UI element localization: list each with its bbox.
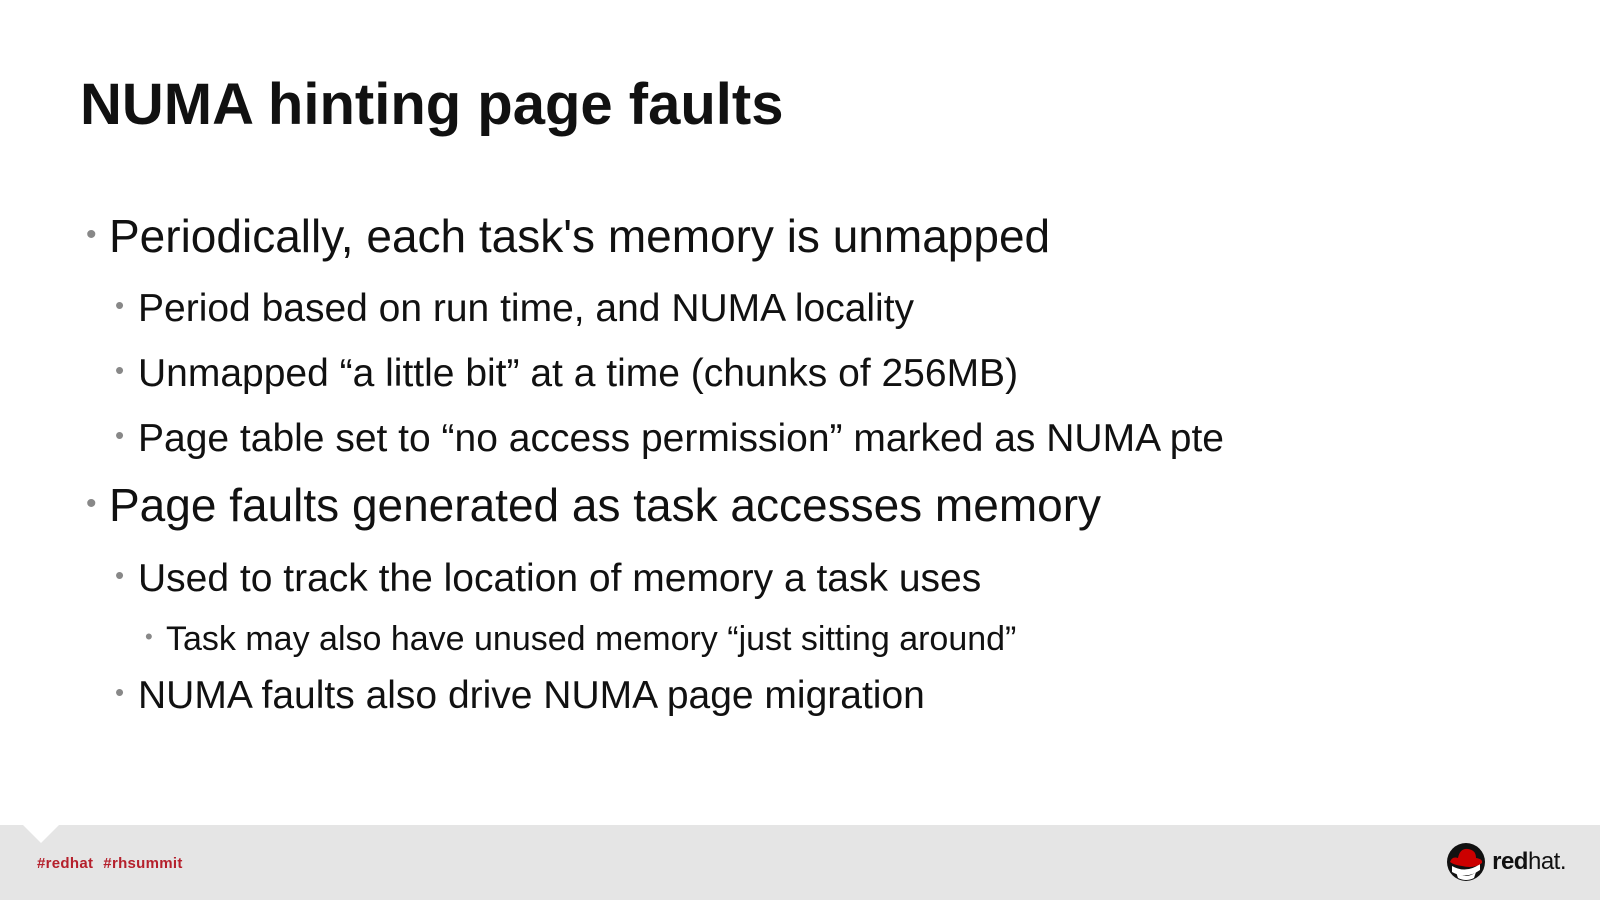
- bullet-item: • Periodically, each task's memory is unm…: [86, 213, 1050, 259]
- bullet-icon: •: [86, 218, 97, 251]
- bullet-icon: •: [115, 420, 125, 450]
- footer-bar: #redhat #rhsummit redhat.: [0, 825, 1600, 900]
- hashtag-rhsummit: #rhsummit: [103, 855, 183, 872]
- bullet-text: Page faults generated as task accesses m…: [109, 479, 1102, 531]
- slide-title: NUMA hinting page faults: [80, 72, 784, 137]
- bullet-icon: •: [86, 487, 97, 520]
- redhat-wordmark: redhat.: [1492, 848, 1566, 875]
- hashtag-redhat: #redhat: [37, 855, 94, 872]
- bullet-text: Task may also have unused memory “just s…: [166, 620, 1017, 658]
- bullet-icon: •: [115, 290, 125, 320]
- bullet-item: • Used to track the location of memory a …: [115, 559, 981, 598]
- bullet-text: Unmapped “a little bit” at a time (chunk…: [138, 352, 1019, 395]
- bullet-item: • Period based on run time, and NUMA loca…: [115, 289, 914, 328]
- bullet-text: Page table set to “no access permission”…: [138, 417, 1224, 460]
- bullet-icon: •: [115, 677, 125, 707]
- hashtags: #redhat #rhsummit: [37, 855, 193, 872]
- bullet-item: • Page faults generated as task accesses …: [86, 482, 1101, 528]
- bullet-item: • Unmapped “a little bit” at a time (chun…: [115, 354, 1018, 393]
- bullet-item: • Task may also have unused memory “just …: [145, 622, 1016, 656]
- shadowman-hat-icon: [1447, 843, 1486, 881]
- bullet-icon: •: [115, 355, 125, 385]
- bullet-text: NUMA faults also drive NUMA page migrati…: [138, 674, 925, 717]
- bullet-item: • Page table set to “no access permission…: [115, 419, 1224, 458]
- bullet-text: Period based on run time, and NUMA local…: [138, 287, 915, 330]
- bullet-icon: •: [145, 624, 153, 649]
- bullet-item: • NUMA faults also drive NUMA page migrat…: [115, 676, 925, 715]
- bullet-text: Periodically, each task's memory is unma…: [109, 210, 1051, 262]
- redhat-logo: redhat.: [1446, 842, 1567, 882]
- bullet-text: Used to track the location of memory a t…: [138, 557, 982, 600]
- bullet-icon: •: [115, 560, 125, 590]
- footer-notch: [23, 825, 59, 843]
